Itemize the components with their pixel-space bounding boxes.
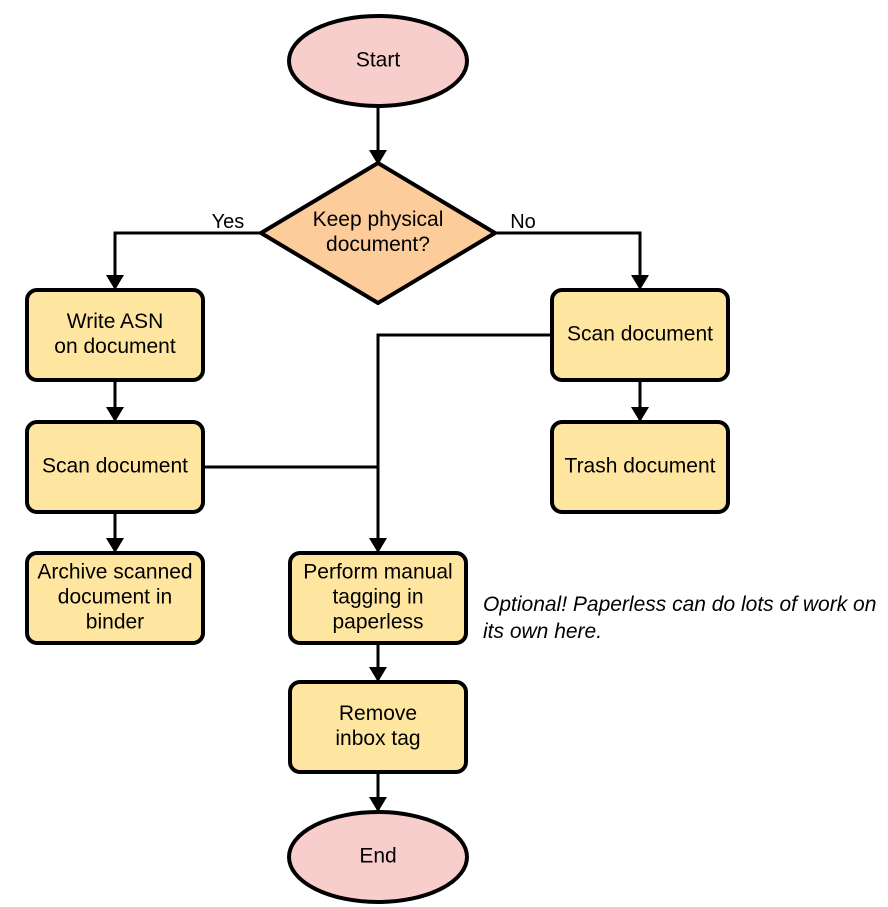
decision-shape (259, 161, 497, 305)
node-label: inbox tag (335, 727, 420, 750)
arrowhead (369, 797, 387, 812)
arrowhead (631, 275, 649, 290)
arrowhead (106, 275, 124, 290)
process-shape (25, 420, 205, 514)
process-shape (25, 551, 205, 645)
arrowhead (369, 667, 387, 682)
edge-manual-tagging-to-remove-inbox-tag (369, 643, 387, 682)
node-label: Remove (339, 702, 417, 725)
terminator-shape (287, 14, 469, 108)
process-shape (288, 680, 468, 774)
annotations-layer: Optional! Paperless can do lots of work … (483, 593, 876, 643)
process-shape (288, 551, 468, 645)
node-label: Keep physical (313, 208, 444, 231)
node-label: binder (86, 611, 144, 634)
node-label: Write ASN (67, 310, 163, 333)
node-scan-document-right[interactable]: Scan document (550, 288, 730, 382)
edge-label-decision-yes-to-write-asn: Yes (212, 211, 245, 233)
node-label: Trash document (565, 455, 716, 478)
edge-scan-right-to-manual-tagging (369, 333, 552, 553)
terminator-shape (287, 810, 469, 904)
node-label: Perform manual (303, 561, 452, 584)
node-start[interactable]: Start (287, 14, 469, 108)
arrowhead (106, 538, 124, 553)
annotation-line: its own here. (483, 620, 602, 643)
annotation-optional-note: Optional! Paperless can do lots of work … (483, 593, 876, 643)
node-label: paperless (332, 611, 423, 634)
edge-decision-yes-to-write-asn: Yes (106, 211, 261, 290)
process-shape (550, 288, 730, 382)
edge-label-decision-no-to-scan-right: No (510, 211, 536, 233)
node-label: Archive scanned (37, 561, 192, 584)
arrowhead (631, 407, 649, 422)
node-label: on document (54, 335, 176, 358)
edge-decision-no-to-scan-right: No (495, 211, 649, 290)
annotation-line: Optional! Paperless can do lots of work … (483, 593, 876, 616)
node-scan-document-left[interactable]: Scan document (25, 420, 205, 514)
edges-layer: Yes No (106, 106, 649, 812)
node-label: document? (326, 233, 430, 256)
node-label: Scan document (42, 455, 188, 478)
arrowhead (369, 150, 387, 165)
edge-remove-inbox-tag-to-end (369, 772, 387, 812)
process-shape (25, 288, 205, 382)
edge-scan-right-to-trash (631, 380, 649, 422)
edge-write-asn-to-scan-left (106, 380, 124, 422)
node-label: document in (58, 586, 172, 609)
node-end[interactable]: End (287, 810, 469, 904)
arrowhead (106, 407, 124, 422)
node-label: Start (356, 49, 401, 72)
edge-scan-left-to-archive (106, 512, 124, 553)
node-label: tagging in (332, 586, 423, 609)
arrowhead (369, 538, 387, 553)
node-trash-document[interactable]: Trash document (550, 420, 730, 514)
node-label: End (359, 845, 396, 868)
node-label: Scan document (567, 323, 713, 346)
edge-start-to-decision (369, 106, 387, 165)
process-shape (550, 420, 730, 514)
